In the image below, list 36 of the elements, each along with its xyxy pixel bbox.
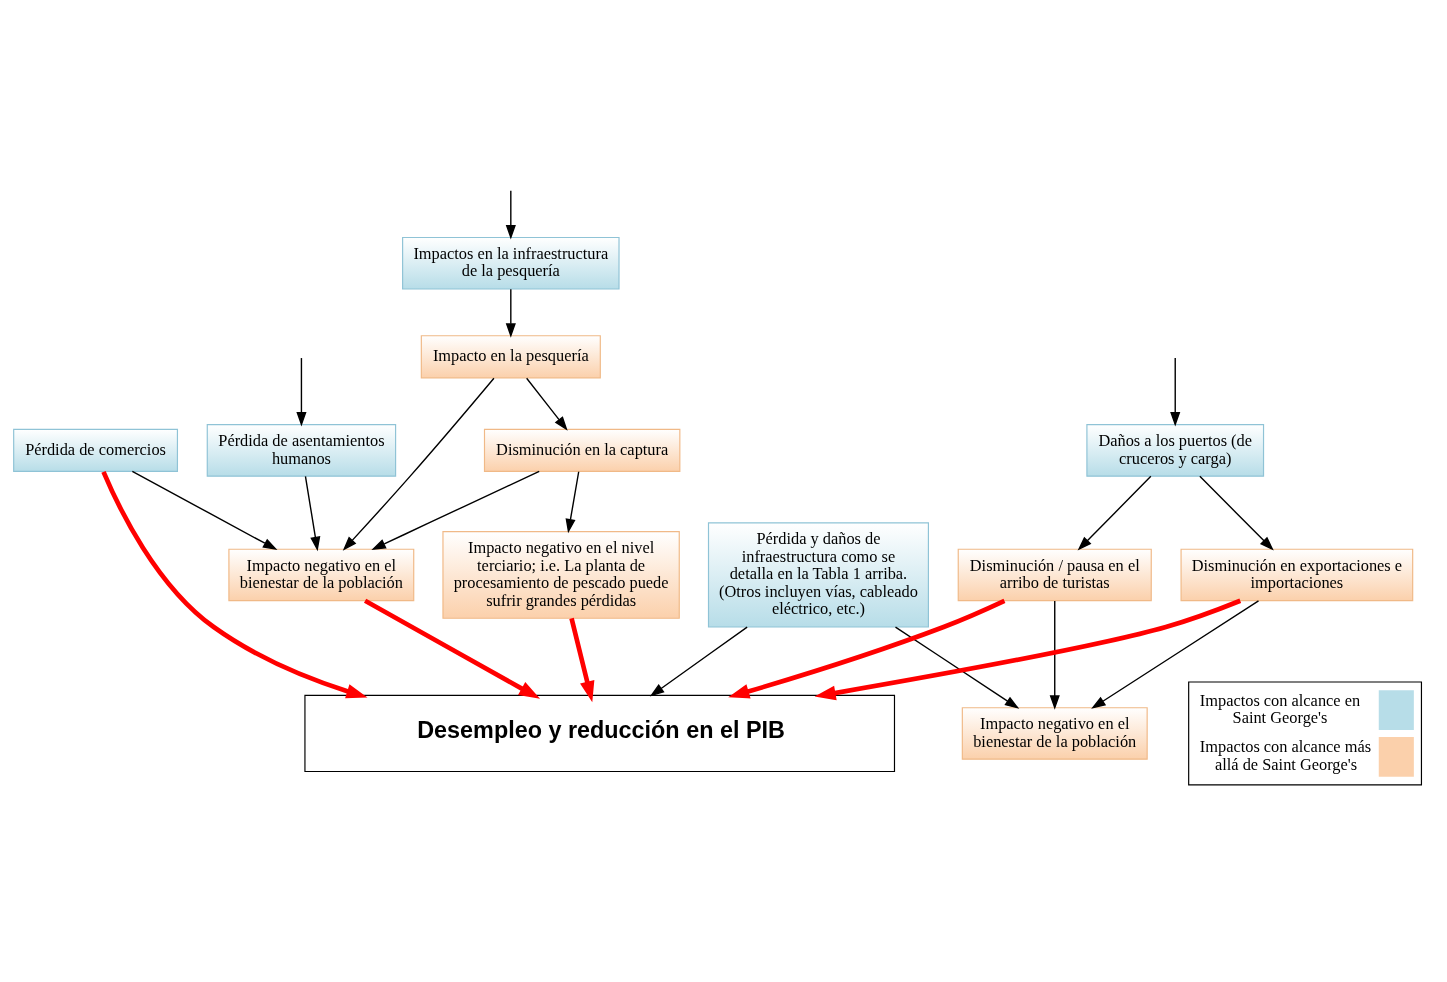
arrow	[894, 625, 1019, 709]
arrow	[525, 377, 568, 431]
node-box: Desempleo y reducción en el PIB	[303, 694, 895, 772]
node-box: Impacto negativo en el bienestar de la población	[227, 548, 414, 601]
node-box: Disminución en exportaciones e importaciones	[1180, 548, 1413, 601]
arrow	[568, 617, 594, 702]
node-box: Impacto negativo en el nivel terciario; i.e. La planta de procesamiento de pescado puede sufrir grandes pérdidas	[441, 530, 680, 619]
node-box: Impacto negativo en el bienestar de la población	[961, 706, 1148, 760]
arrow	[295, 356, 306, 427]
arrow	[100, 470, 367, 698]
arrow	[1077, 475, 1152, 551]
arrow	[505, 189, 516, 239]
node-box: Disminución / pausa en el arribo de turistas	[957, 548, 1152, 601]
arrow	[342, 377, 495, 551]
arrow	[1090, 599, 1259, 709]
node-box: Impacto en la pesquería	[420, 334, 601, 378]
arrow	[1169, 356, 1180, 427]
node-box: Pérdida de asentamientos humanos	[206, 423, 396, 477]
arrow	[131, 470, 277, 550]
arrow	[505, 288, 516, 338]
node-box: Disminución en la captura	[483, 428, 680, 472]
arrow	[304, 475, 320, 551]
legend-label: Impactos con alcance más allá de Saint George's	[1199, 736, 1371, 774]
arrow	[565, 470, 579, 533]
node-box: Pérdida y daños de infraestructura como se detalla en la Tabla 1 arriba. (Otros incluyen vías, cableado eléctrico, etc.)	[707, 521, 929, 628]
arrow	[649, 625, 748, 697]
arrow	[363, 598, 540, 699]
node-box: Pérdida de comercios	[12, 428, 178, 472]
arrow	[814, 598, 1241, 700]
arrow	[727, 598, 1005, 699]
arrow	[370, 470, 540, 550]
arrow	[1049, 599, 1060, 710]
node-box: Daños a los puertos (de cruceros y carga)	[1085, 423, 1264, 477]
arrow	[1198, 475, 1274, 551]
legend-label: Impactos con alcance en Saint George's	[1199, 690, 1360, 727]
node-box: Impactos en la infraestructura de la pesquería	[401, 236, 620, 290]
